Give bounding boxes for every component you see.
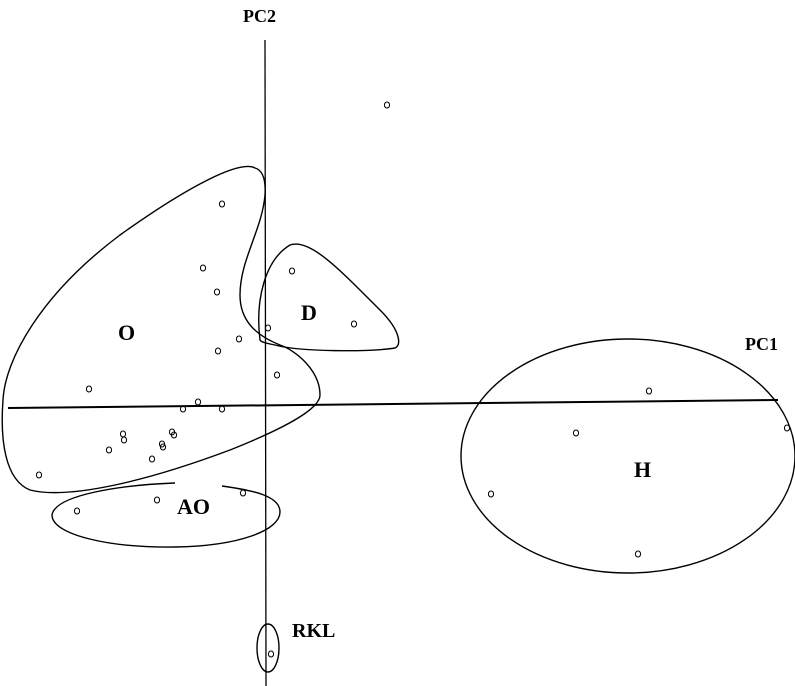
data-point-rkl <box>267 650 275 658</box>
data-point-o <box>85 385 93 393</box>
data-point-o <box>179 405 187 413</box>
pc1-axis <box>7 399 779 409</box>
data-point-ungrouped <box>383 101 391 109</box>
data-point-o <box>214 347 222 355</box>
group-label-rkl: RKL <box>292 620 335 642</box>
cluster-rkl-outline <box>256 623 280 673</box>
data-point-h <box>634 550 642 558</box>
data-point-ao <box>73 507 81 515</box>
data-point-o <box>235 335 243 343</box>
data-point-o <box>148 455 156 463</box>
data-point-d <box>350 320 358 328</box>
group-label-o: O <box>118 320 135 345</box>
data-point-o <box>273 371 281 379</box>
data-points <box>35 101 791 658</box>
data-point-h <box>487 490 495 498</box>
cluster-d-outline <box>258 243 400 352</box>
data-point-o <box>170 431 178 439</box>
data-point-d <box>264 324 272 332</box>
data-point-o <box>35 471 43 479</box>
data-point-h <box>783 424 791 432</box>
y-axis-label: PC2 <box>243 6 276 26</box>
data-point-o <box>159 443 167 451</box>
group-label-h: H <box>634 457 651 482</box>
data-point-o <box>199 264 207 272</box>
data-point-h <box>572 429 580 437</box>
data-point-h <box>645 387 653 395</box>
group-label-d: D <box>301 300 317 325</box>
data-point-o <box>105 446 113 454</box>
cluster-ao-outline <box>51 482 281 548</box>
data-point-ao <box>239 489 247 497</box>
data-point-ao <box>153 496 161 504</box>
x-axis-label: PC1 <box>745 334 778 354</box>
data-point-d <box>288 267 296 275</box>
cluster-h-outline <box>460 338 795 574</box>
data-point-o <box>218 405 226 413</box>
data-point-o <box>120 436 128 444</box>
data-point-o <box>194 398 202 406</box>
group-label-ao: AO <box>177 494 210 519</box>
data-point-o <box>218 200 226 208</box>
cluster-o-outline <box>1 165 321 494</box>
pc2-axis <box>264 39 267 686</box>
data-point-o <box>119 430 127 438</box>
data-point-o <box>213 288 221 296</box>
